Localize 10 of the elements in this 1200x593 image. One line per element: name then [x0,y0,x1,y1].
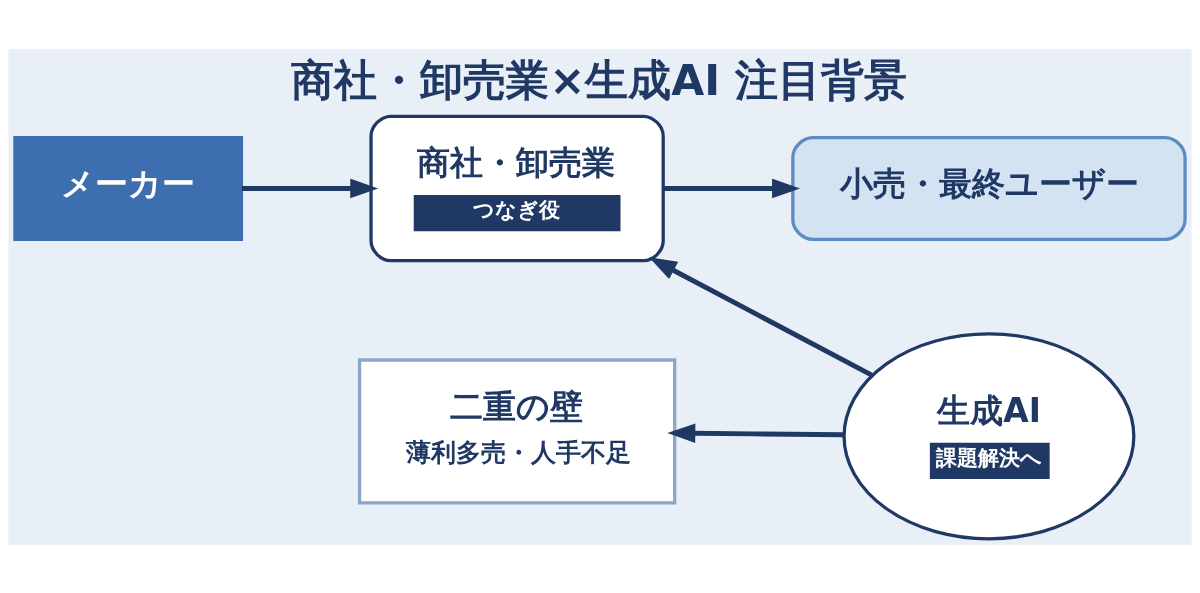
arrow [667,422,844,443]
arrow [241,178,379,198]
node-box: 商社・卸売業 つなぎ役 [369,114,665,262]
node-box: 小売・最終ユーザー [791,135,1187,241]
arrow [663,178,800,198]
arrow [648,256,873,377]
node-ellipse: 生成AI 課題解決へ [842,331,1136,540]
diagram-title: 商社・卸売業×生成AI 注目背景 [291,54,907,105]
node-box: 二重の壁 薄利多売・人手不足 [357,357,677,504]
node-box: メーカー [13,135,244,241]
